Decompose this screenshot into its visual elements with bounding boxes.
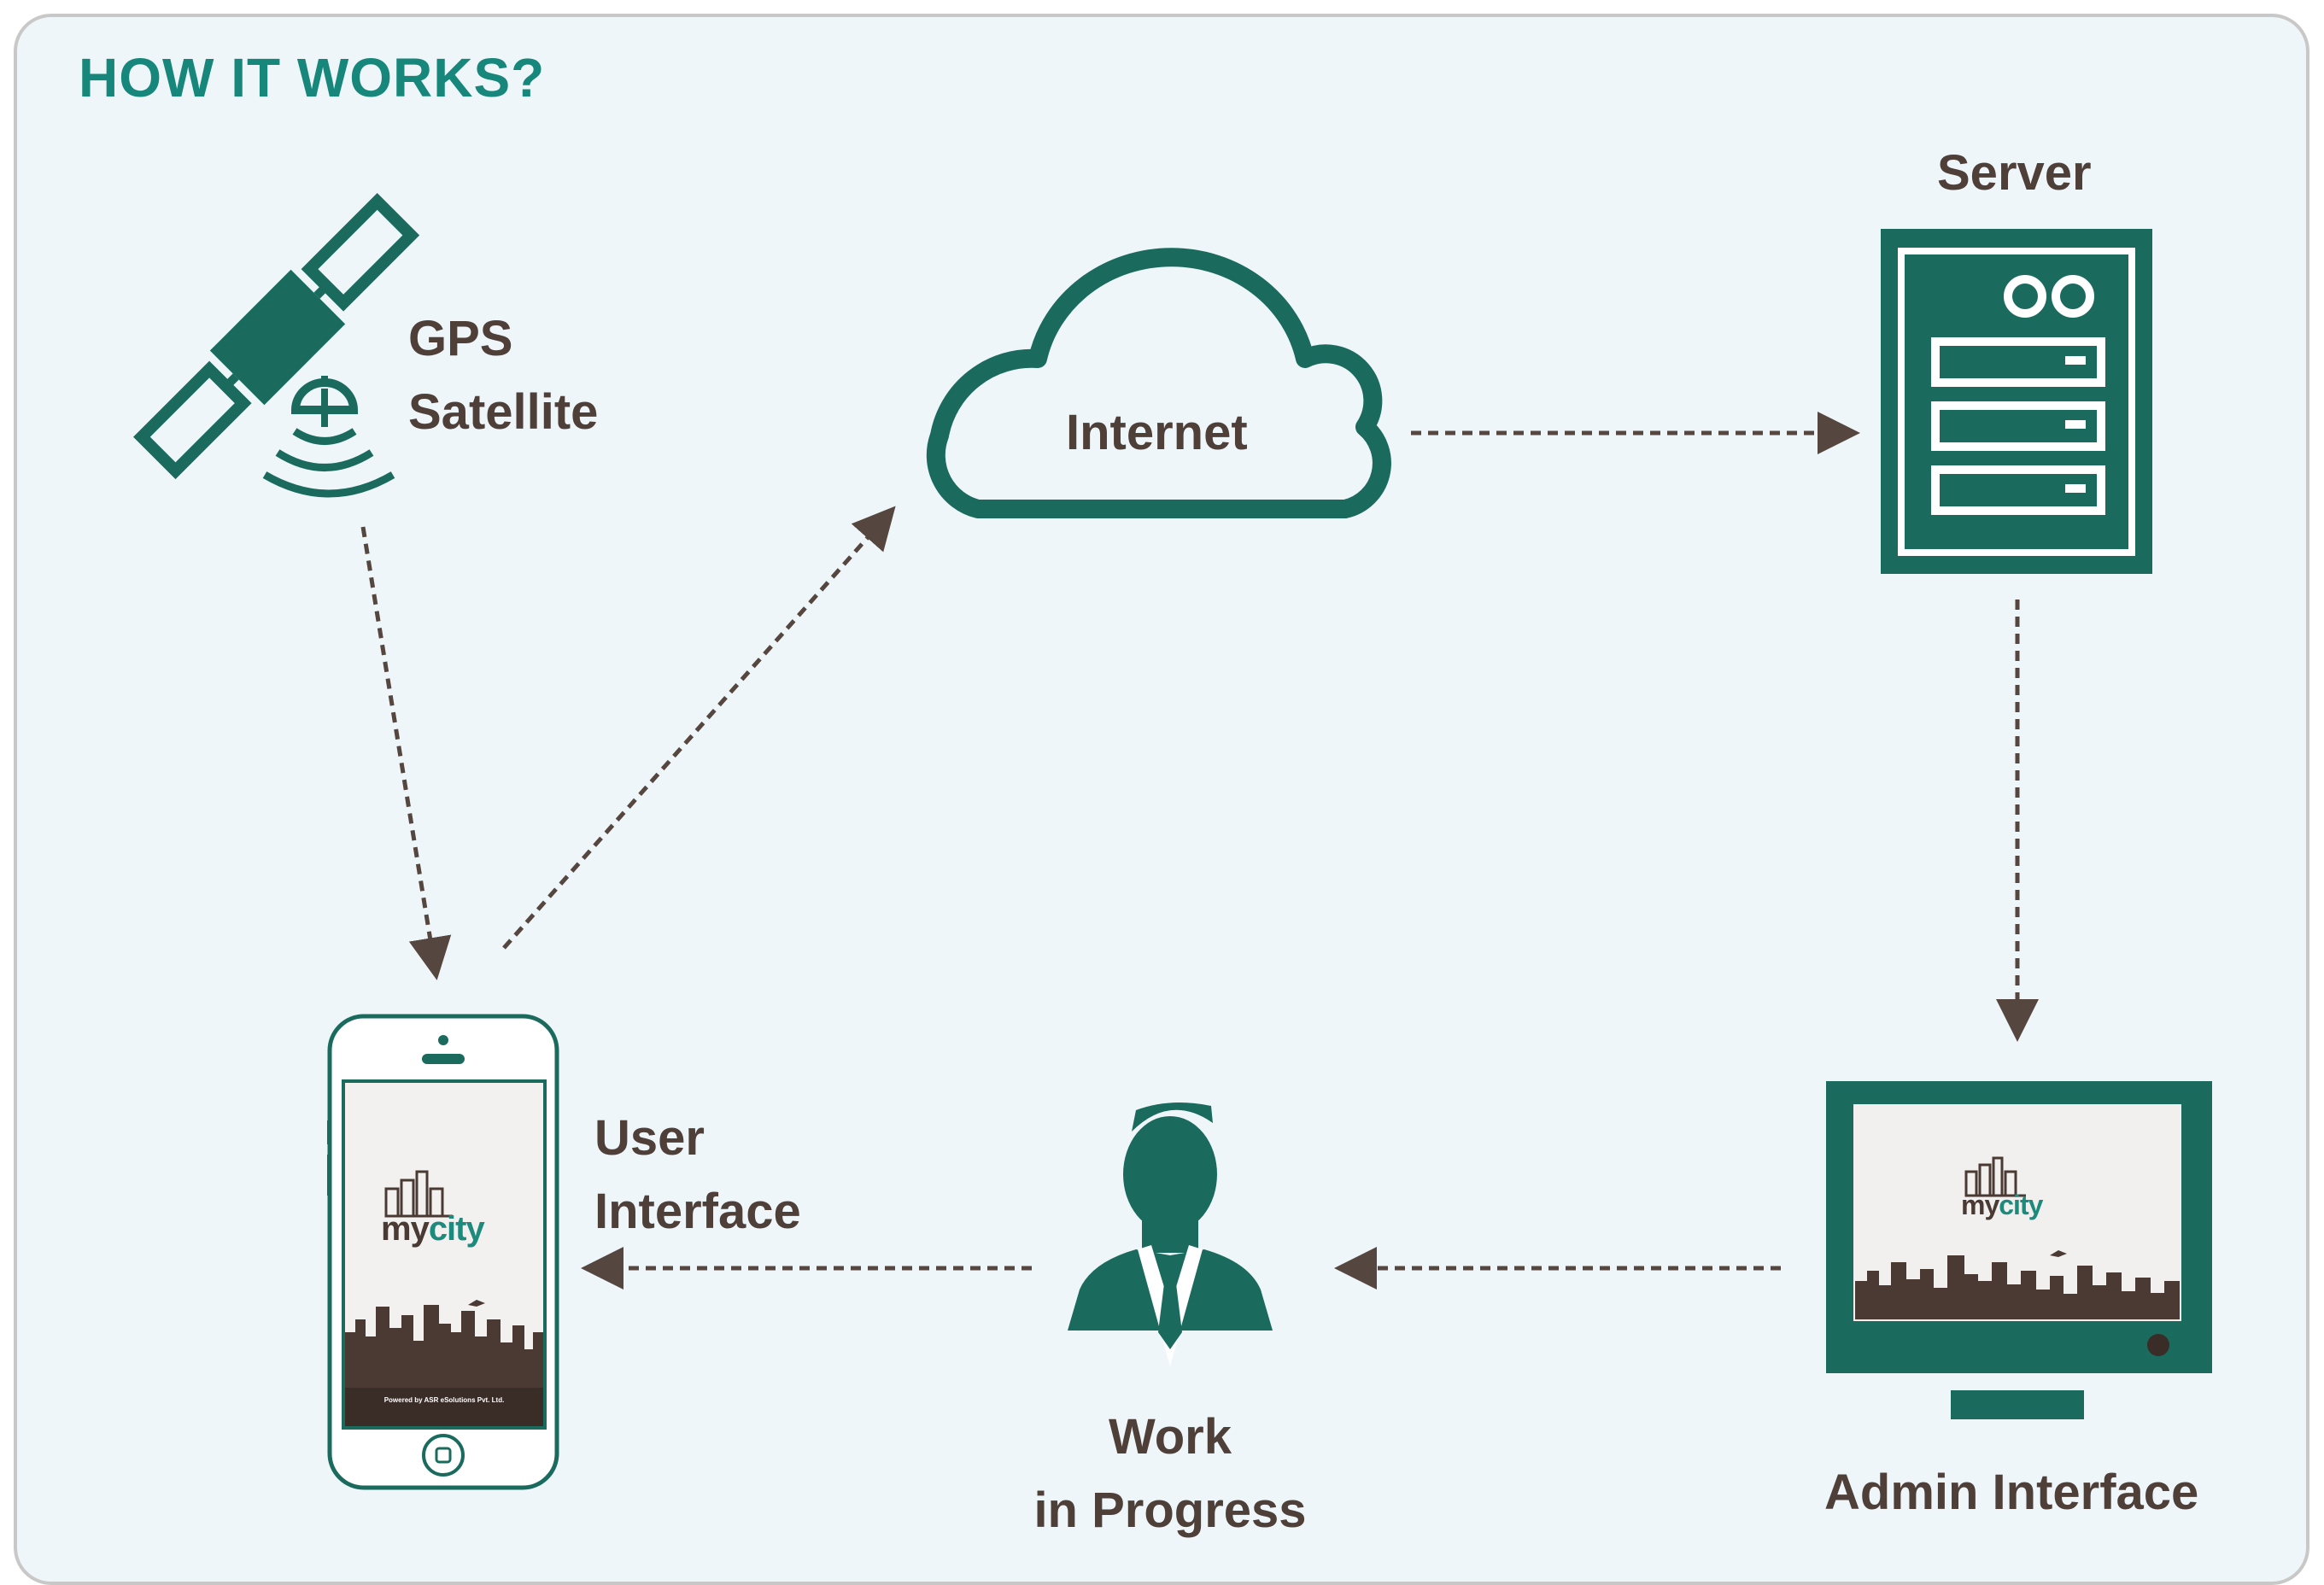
work-in-progress-label: Work in Progress — [999, 1401, 1341, 1547]
internet-label: Internet — [1066, 405, 1248, 460]
user-interface-line1: User — [594, 1110, 705, 1166]
gps-label-line1: GPS — [408, 311, 513, 366]
powered-by-text: Powered by ASR eSolutions Pvt. Ltd. — [383, 1396, 505, 1404]
user-interface-line2: Interface — [594, 1184, 801, 1239]
city-logo-icon — [1964, 1156, 2026, 1197]
monitor-icon — [1826, 1081, 2212, 1419]
gps-label-line2: Satellite — [408, 384, 599, 440]
city-logo-icon — [384, 1170, 453, 1218]
app-name-city: city — [428, 1210, 485, 1248]
app-name-city: city — [1999, 1190, 2043, 1220]
cloud-icon — [926, 248, 1391, 518]
server-icon — [1881, 229, 2152, 574]
arrow-phone-to-internet — [502, 506, 896, 950]
work-line1: Work — [1109, 1409, 1232, 1465]
phone-app-logo: mycity — [381, 1210, 485, 1249]
gps-satellite-label: GPS Satellite — [408, 302, 598, 449]
app-name-my: my — [381, 1210, 430, 1248]
person-icon — [1068, 1102, 1273, 1366]
admin-interface-label: Admin Interface — [1824, 1465, 2199, 1520]
arrow-gps-to-phone — [360, 526, 452, 980]
user-interface-label: User Interface — [594, 1102, 801, 1249]
work-line2: in Progress — [1033, 1483, 1307, 1538]
app-name-my: my — [1961, 1190, 1999, 1220]
server-label: Server — [1937, 145, 2092, 201]
smartphone-icon — [327, 1014, 559, 1490]
monitor-app-logo: mycity — [1961, 1190, 2043, 1221]
satellite-icon — [133, 193, 420, 498]
diagram-title: HOW IT WORKS? — [79, 47, 546, 108]
